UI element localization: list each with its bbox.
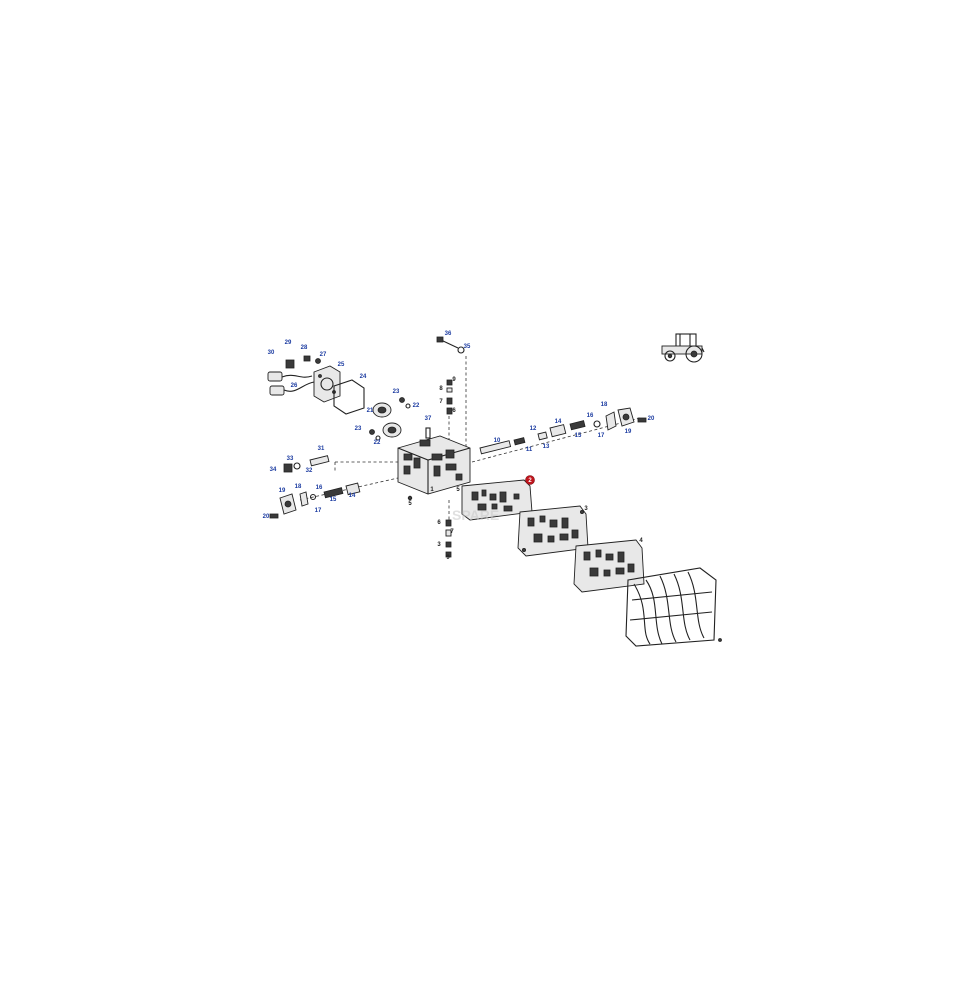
tractor-icon <box>661 333 705 363</box>
callout-8[interactable]: 8 <box>439 386 443 392</box>
callout-5[interactable]: 5 <box>456 487 460 493</box>
callout-9[interactable]: 9 <box>446 555 450 561</box>
callout-31[interactable]: 31 <box>318 446 325 452</box>
callout-30[interactable]: 30 <box>268 350 275 356</box>
callout-29[interactable]: 29 <box>285 340 292 346</box>
callout-34[interactable]: 34 <box>270 467 277 473</box>
callout-20[interactable]: 20 <box>648 416 655 422</box>
callout-12[interactable]: 12 <box>530 426 537 432</box>
callout-35[interactable]: 35 <box>464 344 471 350</box>
callout-1[interactable]: 1 <box>430 487 434 493</box>
callout-10[interactable]: 10 <box>494 438 501 444</box>
callout-22[interactable]: 22 <box>413 403 420 409</box>
callout-14[interactable]: 14 <box>555 419 562 425</box>
callout-36[interactable]: 36 <box>445 331 452 337</box>
callout-24[interactable]: 24 <box>360 374 367 380</box>
plunger-stack-lower <box>407 495 452 558</box>
callout-5[interactable]: 5 <box>408 501 412 507</box>
callout-26[interactable]: 26 <box>291 383 298 389</box>
callout-32[interactable]: 32 <box>306 468 313 474</box>
callout-33[interactable]: 33 <box>287 456 294 462</box>
callout-37[interactable]: 37 <box>425 416 432 422</box>
part-2-highlight-badge[interactable]: 2 <box>525 475 535 485</box>
spool-assembly-right <box>471 407 647 463</box>
callout-14[interactable]: 14 <box>349 493 356 499</box>
plate-4 <box>573 539 645 593</box>
callout-7[interactable]: 7 <box>450 529 454 535</box>
spool-assembly-left <box>269 455 399 519</box>
callout-15[interactable]: 15 <box>575 433 582 439</box>
solenoid-harness-group <box>267 355 365 415</box>
callout-19[interactable]: 19 <box>279 488 286 494</box>
watermark: SPARE <box>452 507 499 523</box>
gasket-plate-3 <box>517 505 589 557</box>
callout-22[interactable]: 22 <box>374 440 381 446</box>
plunger-stack-upper <box>446 379 453 448</box>
callout-11[interactable]: 11 <box>526 447 533 453</box>
callout-6[interactable]: 6 <box>452 408 456 414</box>
transmission-housing <box>625 567 722 647</box>
callout-17[interactable]: 17 <box>315 508 322 514</box>
callout-6[interactable]: 6 <box>437 520 441 526</box>
callout-7[interactable]: 7 <box>439 399 443 405</box>
callout-18[interactable]: 18 <box>601 402 608 408</box>
callout-27[interactable]: 27 <box>320 352 327 358</box>
callout-20[interactable]: 20 <box>263 514 270 520</box>
callout-18[interactable]: 18 <box>295 484 302 490</box>
callout-3[interactable]: 3 <box>437 542 441 548</box>
accumulator-group <box>369 397 411 441</box>
callout-15[interactable]: 15 <box>330 497 337 503</box>
callout-21[interactable]: 21 <box>367 408 374 414</box>
callout-3[interactable]: 3 <box>584 506 588 512</box>
callout-17[interactable]: 17 <box>598 433 605 439</box>
callout-25[interactable]: 25 <box>338 362 345 368</box>
callout-4[interactable]: 4 <box>639 538 643 544</box>
callout-13[interactable]: 13 <box>543 444 550 450</box>
callout-23[interactable]: 23 <box>355 426 362 432</box>
separator-plate-2 <box>461 479 533 521</box>
callout-16[interactable]: 16 <box>316 485 323 491</box>
valve-body <box>397 427 471 495</box>
callout-16[interactable]: 16 <box>587 413 594 419</box>
callout-9[interactable]: 9 <box>452 377 456 383</box>
callout-19[interactable]: 19 <box>625 429 632 435</box>
callout-23[interactable]: 23 <box>393 389 400 395</box>
callout-28[interactable]: 28 <box>301 345 308 351</box>
part-2-badge-label: 2 <box>528 478 532 484</box>
